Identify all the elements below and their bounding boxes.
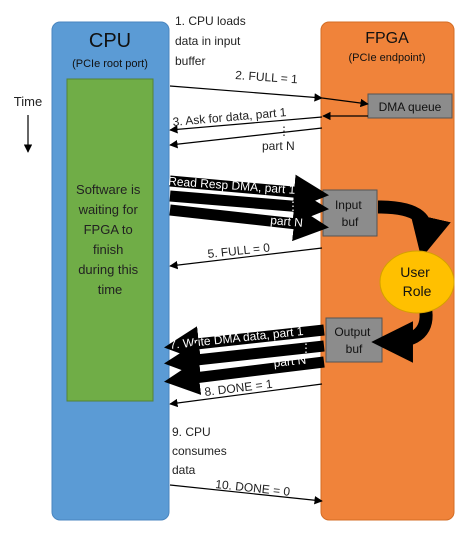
input-buf-label: Input buf bbox=[335, 198, 365, 229]
cpu-subtitle: (PCIe root port) bbox=[72, 58, 148, 70]
dma-queue-box bbox=[367, 93, 453, 119]
step3-arrow-partN bbox=[169, 127, 323, 149]
fpga-subtitle: (PCIe endpoint) bbox=[348, 52, 425, 64]
cpu-waiting-block bbox=[66, 78, 154, 402]
step3-arrow-part1 bbox=[169, 116, 323, 134]
write-dma-dots: ⋮ bbox=[300, 341, 312, 355]
step2-arrow bbox=[169, 85, 323, 102]
write-dma-partN-label: part N bbox=[273, 353, 307, 370]
step2-label: 2. FULL = 1 bbox=[235, 68, 299, 86]
cpu-title: CPU bbox=[89, 30, 131, 52]
step10-arrow bbox=[169, 484, 323, 505]
step9-label: 9. CPU consumes data bbox=[172, 425, 230, 477]
read-resp-arrow-partN bbox=[169, 204, 329, 242]
user-role-ellipse bbox=[379, 250, 455, 314]
fpga-title: FPGA bbox=[365, 30, 409, 47]
step3-dots: ⋮ bbox=[278, 124, 290, 138]
input-buf-box bbox=[322, 189, 378, 237]
step2-continue-arrow bbox=[321, 97, 369, 108]
step10-label: 10. DONE = 0 bbox=[215, 477, 291, 499]
read-resp-partN-label: part N bbox=[270, 213, 304, 230]
step5-label: 5. FULL = 0 bbox=[207, 240, 271, 260]
user-role-label: User Role bbox=[400, 264, 433, 299]
write-dma-arrow-part1 bbox=[164, 324, 325, 362]
read-resp-dots: ⋮ bbox=[287, 199, 299, 213]
write-dma-arrow-mid bbox=[164, 340, 325, 378]
output-buf-label: Output buf bbox=[334, 325, 373, 356]
cpu-waiting-text: Software is waiting for FPGA to finish d… bbox=[76, 182, 144, 297]
time-label: Time bbox=[14, 94, 42, 109]
step5-arrow bbox=[169, 247, 323, 270]
input-to-role-arrow bbox=[377, 200, 451, 259]
step8-arrow bbox=[169, 383, 323, 408]
dma-queue-label: DMA queue bbox=[379, 100, 442, 114]
write-dma-arrow-partN bbox=[164, 356, 325, 395]
read-resp-arrow-mid bbox=[169, 188, 330, 224]
step1-label: 1. CPU loads data in input buffer bbox=[175, 14, 249, 68]
step3-partN-label: part N bbox=[262, 139, 295, 153]
read-resp-arrow-part1 bbox=[169, 174, 330, 210]
